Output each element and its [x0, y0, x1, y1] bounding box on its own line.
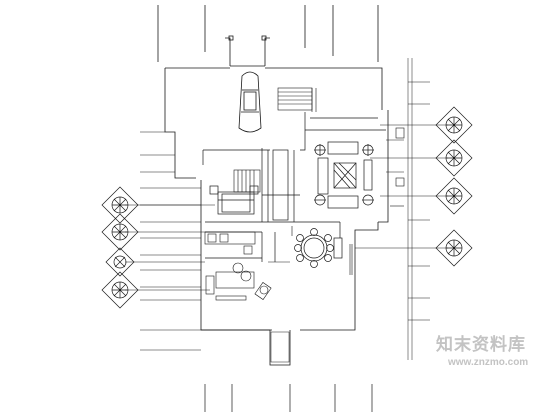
right-wall-details [386, 127, 405, 207]
right-leader-lines [355, 81, 448, 321]
diamond-tree-icon [435, 229, 473, 267]
diamond-tree-icon [101, 271, 139, 309]
watermark-url: www.znzmo.com [448, 357, 529, 368]
balcony-lines [268, 226, 353, 275]
car-icon [238, 71, 262, 133]
exterior-walls [164, 67, 389, 366]
living-room-sofa-set [314, 141, 374, 209]
diamond-tree-icon [101, 213, 139, 251]
driveway [225, 35, 270, 67]
top-tick-lines [157, 5, 379, 62]
stairs-internal [233, 169, 261, 193]
left-tree-symbols [101, 186, 139, 309]
bed [209, 185, 259, 215]
dining-table [294, 228, 343, 268]
right-tree-symbols [435, 106, 473, 267]
diamond-tree-icon [101, 186, 139, 224]
diamond-tree-icon [105, 247, 135, 277]
interior-walls [202, 112, 386, 262]
kitchen-counter [204, 231, 256, 255]
diamond-tree-icon [435, 106, 473, 144]
lounge-furniture [205, 262, 272, 301]
diamond-tree-icon [435, 177, 473, 215]
watermark-brand: 知末资料库 [436, 335, 526, 355]
right-axis-lines [407, 58, 413, 360]
diamond-tree-icon [435, 139, 473, 177]
stairs-top [277, 87, 317, 112]
bottom-tick-lines [204, 384, 373, 412]
left-leader-lines [125, 131, 215, 351]
